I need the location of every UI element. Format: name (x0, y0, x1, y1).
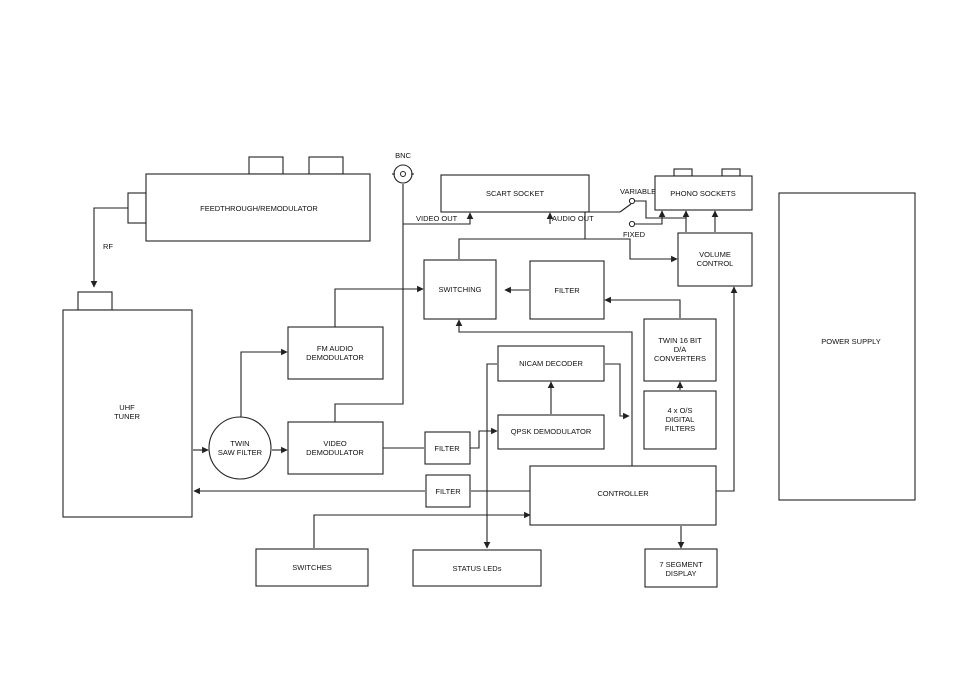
audio-filter-label: FILTER (554, 286, 580, 295)
dac-to-filter-line (604, 296, 681, 318)
fixed-line (635, 210, 666, 225)
fixed-contact (628, 220, 636, 228)
filter-to-qpsk-line (470, 427, 498, 449)
dac-label-3: CONVERTERS (654, 354, 706, 363)
switching-label: SWITCHING (439, 285, 482, 294)
controller-to-switching-line (455, 319, 633, 466)
variable-label: VARIABLE (620, 187, 656, 196)
dac-label-1: TWIN 16 BIT (658, 336, 702, 345)
saw-to-fm-line (240, 348, 288, 418)
fm-label-1: FM AUDIO (317, 344, 353, 353)
switches-label: SWITCHES (292, 563, 332, 572)
feedthrough-label: FEEDTHROUGH/REMODULATOR (200, 204, 318, 213)
switch-arm (619, 203, 632, 213)
rf-label: RF (103, 242, 113, 251)
switching-block: SWITCHING (423, 259, 497, 320)
switches-to-controller-line (313, 511, 531, 548)
nicam-to-leds-line (483, 363, 497, 549)
phono-label: PHONO SOCKETS (670, 189, 735, 198)
video-demodulator-block: VIDEO DEMODULATOR (287, 421, 384, 475)
vd-label-1: VIDEO (323, 439, 347, 448)
feedthrough-block: FEEDTHROUGH/REMODULATOR (127, 156, 371, 242)
qpsk-demodulator-block: QPSK DEMODULATOR (497, 414, 605, 450)
uhf-tuner-block: UHF TUNER (62, 291, 193, 518)
video-out-label: VIDEO OUT (416, 214, 458, 223)
fm-audio-demodulator-block: FM AUDIO DEMODULATOR (287, 326, 384, 380)
audio-out-line (458, 211, 620, 259)
audio-out-label: AUDIO OUT (552, 214, 594, 223)
nicam-to-digfilt-line (605, 363, 630, 420)
fm-label-2: DEMODULATOR (306, 353, 364, 362)
controller-label: CONTROLLER (597, 489, 649, 498)
bnc-connector: BNC (392, 151, 414, 184)
dac-label-2: D/A (674, 345, 687, 354)
vol-label-2: CONTROL (697, 259, 734, 268)
power-supply-label: POWER SUPPLY (821, 337, 880, 346)
uhf-tuner-label-1: UHF (119, 403, 135, 412)
variable-line (635, 200, 690, 219)
df-label-1: 4 x O/S (667, 406, 692, 415)
saw-label-2: SAW FILTER (218, 448, 263, 457)
qpsk-label: QPSK DEMODULATOR (511, 427, 592, 436)
controller-filter-label: FILTER (435, 487, 461, 496)
fixed-label: FIXED (623, 230, 646, 239)
seg-label-2: DISPLAY (665, 569, 696, 578)
seg-label-1: 7 SEGMENT (659, 560, 703, 569)
df-label-3: FILTERS (665, 424, 695, 433)
status-leds-label: STATUS LEDs (453, 564, 502, 573)
video-filter-label: FILTER (434, 444, 460, 453)
power-supply-block: POWER SUPPLY (778, 192, 916, 501)
nicam-decoder-block: NICAM DECODER (497, 345, 605, 382)
switching-to-volume-line (585, 238, 678, 263)
seven-segment-block: 7 SEGMENT DISPLAY (644, 548, 718, 588)
volume-control-block: VOLUME CONTROL (677, 232, 753, 287)
fm-to-switching-line (334, 285, 424, 327)
switches-block: SWITCHES (255, 548, 369, 587)
twin-saw-filter-block: TWIN SAW FILTER (208, 416, 272, 480)
controller-filter-block: FILTER (425, 474, 471, 508)
nicam-label: NICAM DECODER (519, 359, 583, 368)
audio-filter-block: FILTER (529, 260, 605, 320)
scart-socket-block: SCART SOCKET (440, 174, 590, 213)
phono-sockets-block: PHONO SOCKETS (654, 168, 753, 211)
vol-label-1: VOLUME (699, 250, 731, 259)
digital-filters-block: 4 x O/S DIGITAL FILTERS (643, 390, 717, 450)
variable-contact (628, 197, 636, 205)
connections (90, 184, 738, 549)
df-label-2: DIGITAL (666, 415, 695, 424)
rf-line (90, 207, 128, 288)
scart-label: SCART SOCKET (486, 189, 544, 198)
vd-label-2: DEMODULATOR (306, 448, 364, 457)
video-out-line (334, 184, 404, 422)
video-filter-block: FILTER (424, 431, 471, 465)
controller-block: CONTROLLER (529, 465, 717, 526)
controller-to-volume-line (716, 286, 738, 492)
bnc-label: BNC (395, 151, 411, 160)
saw-label-1: TWIN (230, 439, 249, 448)
dac-block: TWIN 16 BIT D/A CONVERTERS (643, 318, 717, 382)
uhf-tuner-label-2: TUNER (114, 412, 140, 421)
video-out-to-scart-line (403, 212, 474, 225)
status-leds-block: STATUS LEDs (412, 549, 542, 587)
